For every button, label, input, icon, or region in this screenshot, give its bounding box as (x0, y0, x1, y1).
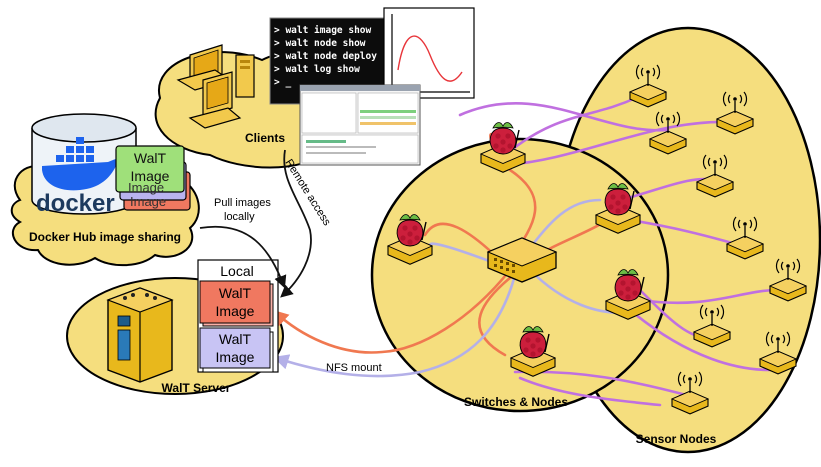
hub-image-back-label: Image (130, 194, 166, 209)
sensor-node-devices (628, 64, 808, 415)
antenna-icon (677, 371, 703, 387)
hub-image-front-label-2: Image (131, 168, 170, 184)
sensor-node (692, 304, 732, 348)
sensor-nodes-label: Sensor Nodes (636, 432, 717, 446)
raspberry-pi-nodes (386, 122, 652, 377)
raspberry-icon (604, 183, 632, 216)
hub-image-mid-label: Image (128, 180, 164, 195)
sensor-node (715, 91, 755, 135)
switches-nodes-label: Switches & Nodes (464, 395, 568, 409)
clients-label: Clients (245, 131, 285, 145)
gui-screenshot-icon (299, 84, 421, 166)
terminal-line-4: > walt log show (274, 64, 360, 75)
raspberry-pi-node (509, 326, 557, 377)
local-images-panel (197, 259, 279, 373)
network-switch-icon (486, 237, 558, 283)
raspberry-pi-node (386, 214, 434, 265)
sensor-node (758, 331, 798, 375)
pull-images-label-2: locally (224, 211, 255, 223)
terminal-line-3: > walt node deploy (274, 51, 377, 62)
remote-access-label: Remote access (282, 157, 333, 228)
walt-server-label: WalT Server (162, 381, 231, 395)
local-image-2-line1: WalT (219, 331, 252, 347)
hub-image-front-label-1: WalT (134, 150, 167, 166)
raspberry-pi-node (479, 122, 527, 173)
local-image-1-line2: Image (216, 303, 255, 319)
pull-images-label-1: Pull images (214, 197, 271, 209)
plot-window-icon (383, 7, 475, 99)
antenna-icon (635, 64, 661, 80)
antenna-icon (732, 216, 758, 232)
raspberry-icon (489, 122, 517, 155)
raspberry-icon (396, 214, 424, 247)
terminal-line-2: > walt node show (274, 38, 366, 49)
local-image-1-line1: WalT (219, 285, 252, 301)
nfs-mount-label: NFS mount (326, 362, 382, 374)
local-images-title: Local (220, 263, 253, 279)
raspberry-icon (519, 326, 547, 359)
docker-hub-label: Docker Hub image sharing (29, 230, 181, 244)
terminal-line-5: > _ (274, 77, 291, 88)
hub-image-stack (115, 145, 191, 211)
sensor-node (648, 111, 688, 155)
raspberry-pi-node (594, 183, 642, 234)
terminal-line-1: > walt image show (274, 25, 372, 36)
raspberry-icon (614, 269, 642, 302)
sensor-node (695, 154, 735, 198)
raspberry-pi-node (604, 269, 652, 320)
docker-whale-icon (42, 137, 126, 191)
sensor-node (670, 371, 710, 415)
remote-access-arrow (280, 149, 312, 298)
antenna-icon (699, 304, 725, 320)
antenna-icon (765, 331, 791, 347)
antenna-icon (655, 111, 681, 127)
walt-server-icon (106, 287, 174, 383)
antenna-icon (702, 154, 728, 170)
docker-logo-text: docker (36, 190, 115, 217)
local-image-2-line2: Image (216, 349, 255, 365)
antenna-icon (722, 91, 748, 107)
pull-images-arrow (199, 225, 287, 289)
antenna-icon (775, 258, 801, 274)
sensor-node (628, 64, 668, 108)
sensor-node (768, 258, 808, 302)
client-computers-icon (176, 44, 255, 129)
sensor-node (725, 216, 765, 260)
